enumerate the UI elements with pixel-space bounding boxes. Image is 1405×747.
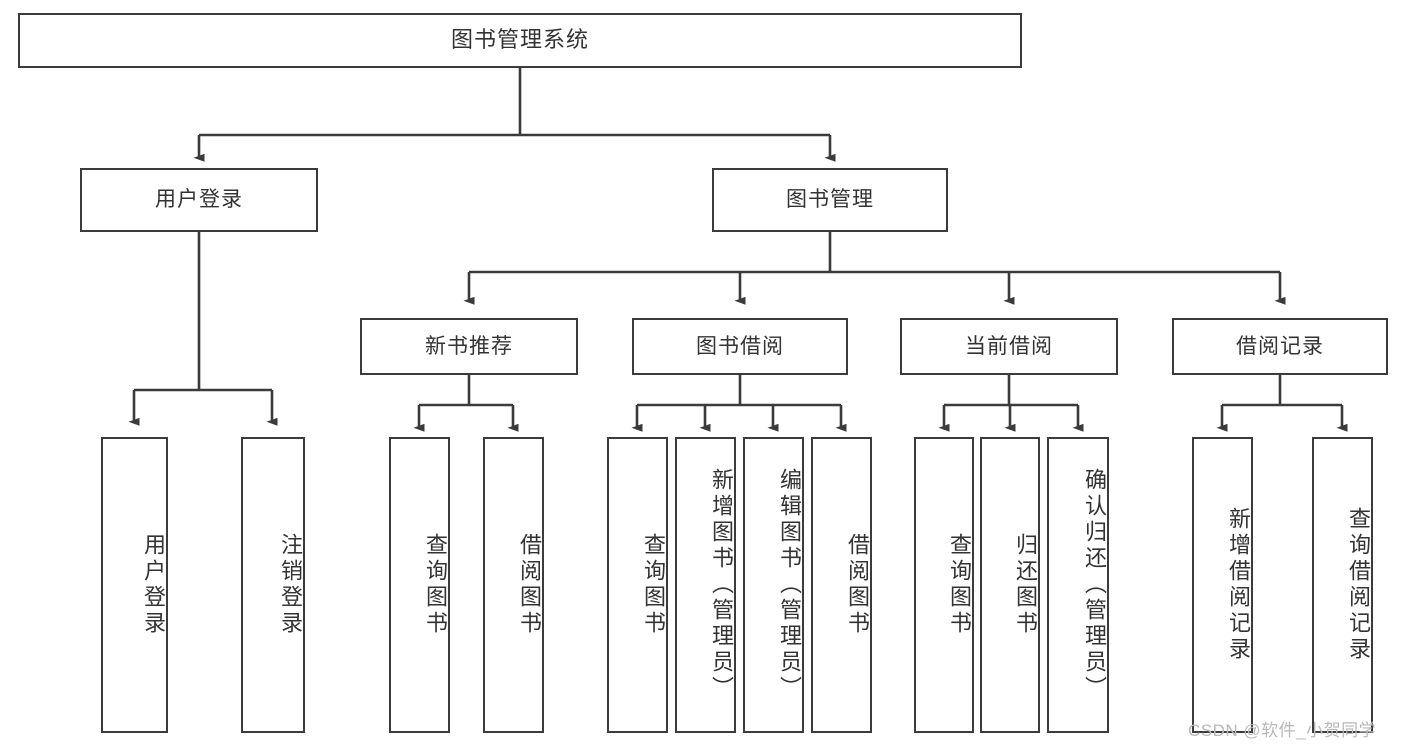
node-label: 确认归还（管理员）: [1082, 468, 1107, 702]
node-new-book-recommend[interactable]: 新书推荐: [360, 318, 578, 375]
leaf-query-book-current[interactable]: 查询图书: [914, 437, 974, 733]
node-label: 查询借阅记录: [1346, 507, 1371, 663]
leaf-add-book-admin[interactable]: 新增图书（管理员）: [675, 437, 736, 733]
node-label: 查询图书: [947, 533, 972, 637]
node-label: 新增图书（管理员）: [709, 468, 734, 702]
node-label: 编辑图书（管理员）: [777, 468, 802, 702]
node-current-borrow[interactable]: 当前借阅: [900, 318, 1118, 375]
node-label: 注销登录: [278, 533, 303, 637]
node-label: 借阅记录: [1236, 334, 1324, 358]
leaf-confirm-return-admin[interactable]: 确认归还（管理员）: [1047, 437, 1109, 733]
node-user-login[interactable]: 用户登录: [80, 168, 318, 232]
leaf-query-borrow-record[interactable]: 查询借阅记录: [1312, 437, 1373, 733]
node-label: 图书管理系统: [450, 27, 589, 53]
leaf-borrow-book[interactable]: 借阅图书: [811, 437, 872, 733]
node-label: 用户登录: [141, 533, 166, 637]
leaf-query-book-recommend[interactable]: 查询图书: [389, 437, 450, 733]
leaf-logout-login[interactable]: 注销登录: [241, 437, 305, 733]
node-book-borrow[interactable]: 图书借阅: [632, 318, 848, 375]
node-label: 当前借阅: [965, 334, 1053, 358]
leaf-user-login[interactable]: 用户登录: [101, 437, 168, 733]
node-root-book-management-system[interactable]: 图书管理系统: [18, 13, 1022, 68]
node-label: 用户登录: [155, 188, 243, 212]
node-label: 图书借阅: [696, 334, 784, 358]
node-label: 新书推荐: [425, 334, 513, 358]
csdn-watermark: CSDN @软件_小贺同学: [1188, 721, 1377, 740]
node-label: 归还图书: [1013, 533, 1038, 637]
leaf-return-book[interactable]: 归还图书: [980, 437, 1040, 733]
node-label: 借阅图书: [517, 533, 542, 637]
node-label: 新增借阅记录: [1226, 507, 1251, 663]
node-book-management[interactable]: 图书管理: [712, 168, 948, 232]
leaf-borrow-book-recommend[interactable]: 借阅图书: [483, 437, 544, 733]
node-borrow-record[interactable]: 借阅记录: [1172, 318, 1388, 375]
node-label: 查询图书: [423, 533, 448, 637]
leaf-add-borrow-record[interactable]: 新增借阅记录: [1192, 437, 1253, 733]
leaf-query-book-borrow[interactable]: 查询图书: [607, 437, 668, 733]
node-label: 借阅图书: [845, 533, 870, 637]
node-label: 查询图书: [641, 533, 666, 637]
node-label: 图书管理: [786, 188, 874, 212]
leaf-edit-book-admin[interactable]: 编辑图书（管理员）: [743, 437, 804, 733]
